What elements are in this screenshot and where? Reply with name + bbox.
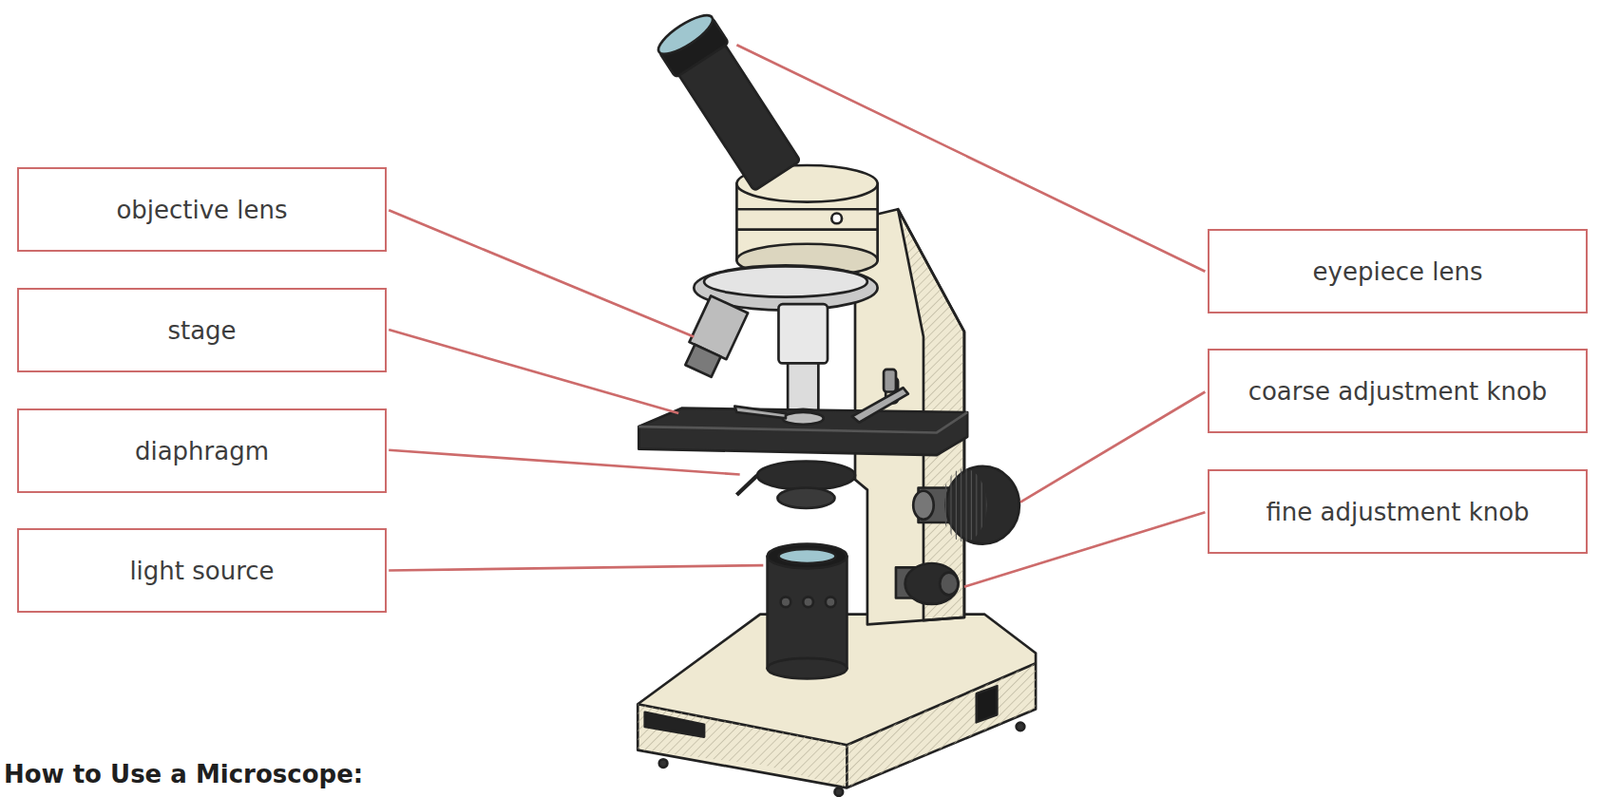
coarse-knob-knurl [941, 468, 987, 542]
leader-line [388, 565, 763, 571]
stage-clip [734, 406, 786, 420]
leader-line [388, 450, 740, 476]
nosepiece-top [704, 266, 868, 297]
screw [831, 213, 842, 225]
objective-center-barrel [787, 362, 819, 415]
label-box: stage [17, 287, 387, 373]
part-label: fine adjustment knob [1265, 497, 1529, 527]
vent [802, 596, 814, 608]
objective-left-tip [685, 344, 721, 378]
fine-knob-cap [939, 572, 958, 596]
condenser [777, 487, 835, 508]
head-ring [736, 209, 877, 229]
section-heading: How to Use a Microscope: [3, 760, 363, 789]
leader-line [1020, 392, 1205, 503]
label-box: diaphragm [17, 408, 387, 494]
label-box: light source [17, 528, 387, 613]
objective-center [778, 304, 828, 363]
light-housing [767, 555, 848, 668]
foot [835, 787, 844, 797]
part-label: objective lens [115, 195, 287, 225]
leader-line [964, 512, 1205, 587]
diaphragm-lever [736, 476, 757, 496]
label-box: objective lens [17, 167, 387, 252]
base-shade [637, 663, 1036, 788]
base-slot [645, 712, 705, 738]
leader-line [388, 209, 694, 337]
coarse-knob-hub [913, 491, 934, 520]
microscope [637, 8, 1036, 797]
part-label: eyepiece lens [1313, 257, 1484, 286]
vent [780, 596, 792, 608]
power-switch [976, 685, 997, 723]
part-label: stage [167, 316, 236, 345]
diaphragm [757, 461, 856, 491]
label-box: eyepiece lens [1207, 228, 1588, 314]
stage [638, 408, 968, 456]
stage-clip [852, 387, 909, 423]
label-box: coarse adjustment knob [1207, 348, 1588, 434]
vent [825, 596, 837, 608]
label-box: fine adjustment knob [1207, 469, 1588, 554]
leader-line [388, 329, 679, 414]
stage-edge [638, 412, 968, 433]
part-label: light source [129, 556, 274, 586]
foot [1016, 723, 1026, 732]
light-glass [778, 549, 836, 564]
foot [659, 759, 668, 768]
clip-post [883, 369, 896, 393]
light-housing-bottom [767, 658, 848, 679]
leader-line [736, 44, 1205, 271]
leader-lines [388, 44, 1205, 587]
part-label: diaphragm [134, 437, 269, 466]
part-label: coarse adjustment knob [1248, 377, 1548, 406]
fine-knob [905, 563, 959, 605]
eyepiece-glass [653, 8, 719, 60]
light-rim [767, 544, 848, 570]
stage-aperture [782, 412, 824, 425]
